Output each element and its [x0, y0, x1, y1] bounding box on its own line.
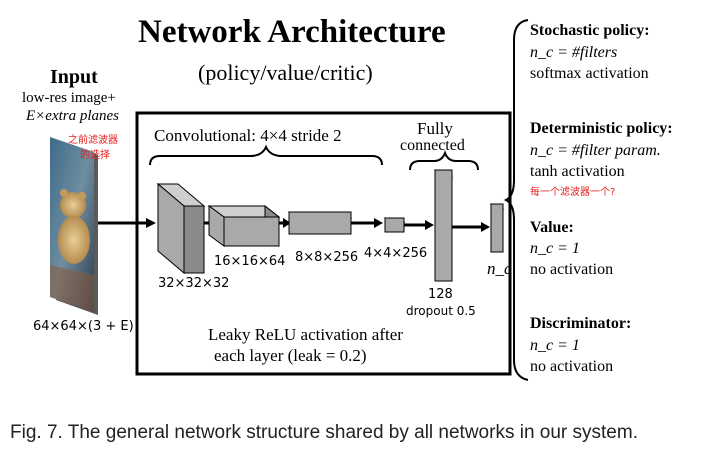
input-note-2: 的选择	[80, 150, 110, 161]
figure-caption: Fig. 7. The general network structure sh…	[10, 422, 638, 443]
fc-dropout: dropout 0.5	[406, 304, 476, 318]
discriminator-nc: n_c = 1	[530, 337, 580, 354]
deterministic-policy-note: 每一个滤波器一个?	[530, 187, 616, 198]
deterministic-policy-nc: n_c = #filter param.	[530, 142, 661, 159]
value-activation: no activation	[530, 261, 614, 278]
discriminator-heading: Discriminator:	[530, 315, 632, 332]
layer-3-size: 8×8×256	[295, 250, 359, 265]
discriminator-activation: no activation	[530, 358, 614, 375]
layer-1-size: 32×32×32	[158, 276, 230, 291]
outputs-brace	[503, 19, 529, 381]
conv-block-3	[287, 211, 353, 235]
input-size-label: 64×64×(3 + E)	[33, 319, 134, 334]
output-block	[489, 203, 505, 253]
fc-size: 128	[428, 287, 453, 302]
network-box	[135, 111, 512, 376]
conv-label: Convolutional: 4×4 stride 2	[154, 126, 342, 145]
layer-2-size: 16×16×64	[214, 254, 286, 269]
diagram-subtitle: (policy/value/critic)	[198, 60, 373, 85]
layer-4-size: 4×4×256	[364, 246, 428, 261]
stochastic-policy-heading: Stochastic policy:	[530, 22, 650, 39]
output-size-label: n_c	[487, 259, 512, 278]
activation-line-1: Leaky ReLU activation after	[208, 325, 403, 344]
input-line-1: low-res image+	[22, 90, 116, 106]
conv-brace	[149, 144, 383, 166]
value-nc: n_c = 1	[530, 240, 580, 257]
stochastic-policy-nc: n_c = #filters	[530, 44, 618, 61]
deterministic-policy-heading: Deterministic policy:	[530, 120, 673, 137]
conv-block-1	[156, 182, 206, 275]
conv-block-2	[207, 204, 281, 248]
fc-block	[433, 169, 454, 282]
value-heading: Value:	[530, 219, 574, 236]
input-image	[50, 137, 98, 315]
input-title: Input	[50, 66, 98, 88]
diagram-title: Network Architecture	[138, 14, 446, 50]
fc-brace	[409, 150, 479, 171]
input-line-2: E×extra planes	[26, 108, 120, 124]
deterministic-policy-activation: tanh activation	[530, 163, 625, 180]
input-note-1: 之前滤波器	[68, 135, 118, 146]
fc-label-1: Fully	[417, 119, 453, 138]
activation-line-2: each layer (leak = 0.2)	[214, 346, 367, 365]
fc-label-2: connected	[400, 137, 465, 154]
stochastic-policy-activation: softmax activation	[530, 65, 649, 82]
conv-block-4	[383, 217, 406, 233]
